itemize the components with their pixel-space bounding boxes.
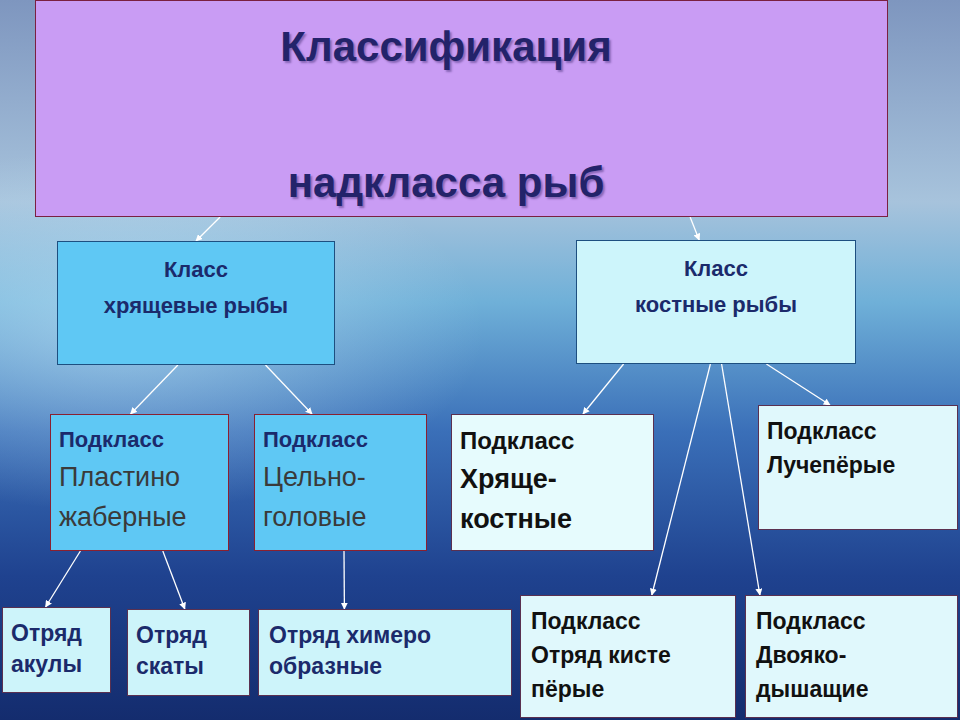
class-box: Класскостные рыбы	[576, 240, 856, 364]
order-box: Отряд скаты	[127, 609, 250, 696]
box-label: Двояко- дышащие	[756, 638, 947, 706]
arrow-connector	[690, 217, 699, 240]
box-heading: Класс	[585, 251, 847, 287]
arrow-connector	[766, 364, 830, 405]
box-heading: Подкласс	[756, 604, 947, 638]
box-label: Отряд кисте пёрые	[531, 638, 725, 706]
arrow-connector	[343, 551, 345, 609]
class-box: Классхрящевые рыбы	[57, 241, 335, 365]
order-box: Отряд акулы	[2, 607, 111, 693]
arrow-connector	[652, 364, 711, 595]
arrow-connector	[131, 365, 178, 414]
subclass-box: ПодклассДвояко- дышащие	[745, 595, 958, 718]
box-heading: Подкласс	[263, 423, 418, 457]
box-label: костные рыбы	[585, 287, 847, 323]
box-label: Отряд химеро образные	[269, 620, 501, 682]
box-heading: Подкласс	[59, 423, 220, 457]
arrow-connector	[163, 551, 185, 609]
subclass-box: ПодклассПластино жаберные	[50, 414, 229, 551]
arrow-connector	[583, 364, 624, 414]
box-heading: Подкласс	[767, 414, 949, 448]
arrow-connector	[266, 365, 313, 414]
arrow-connector	[46, 551, 81, 607]
subclass-box: ПодклассХряще- костные	[451, 414, 654, 551]
subclass-box: ПодклассОтряд кисте пёрые	[520, 595, 736, 718]
title-box: Классификация надкласса рыб	[35, 0, 888, 217]
box-label: Лучепёрые	[767, 448, 949, 482]
arrow-connector	[196, 217, 220, 241]
box-label: Пластино жаберные	[59, 457, 220, 537]
order-box: Отряд химеро образные	[258, 609, 512, 696]
box-label: Отряд акулы	[11, 618, 102, 680]
box-heading: Подкласс	[531, 604, 725, 638]
arrow-connector	[722, 364, 760, 595]
box-label: Отряд скаты	[136, 620, 241, 682]
subclass-box: ПодклассЛучепёрые	[758, 405, 958, 530]
box-label: Цельно- головые	[263, 457, 418, 537]
box-label: хрящевые рыбы	[66, 288, 326, 324]
box-heading: Подкласс	[460, 423, 645, 459]
box-label: Классификация надкласса рыб	[186, 0, 706, 251]
box-label: Хряще- костные	[460, 459, 645, 539]
box-heading: Класс	[66, 252, 326, 288]
subclass-box: ПодклассЦельно- головые	[254, 414, 427, 551]
